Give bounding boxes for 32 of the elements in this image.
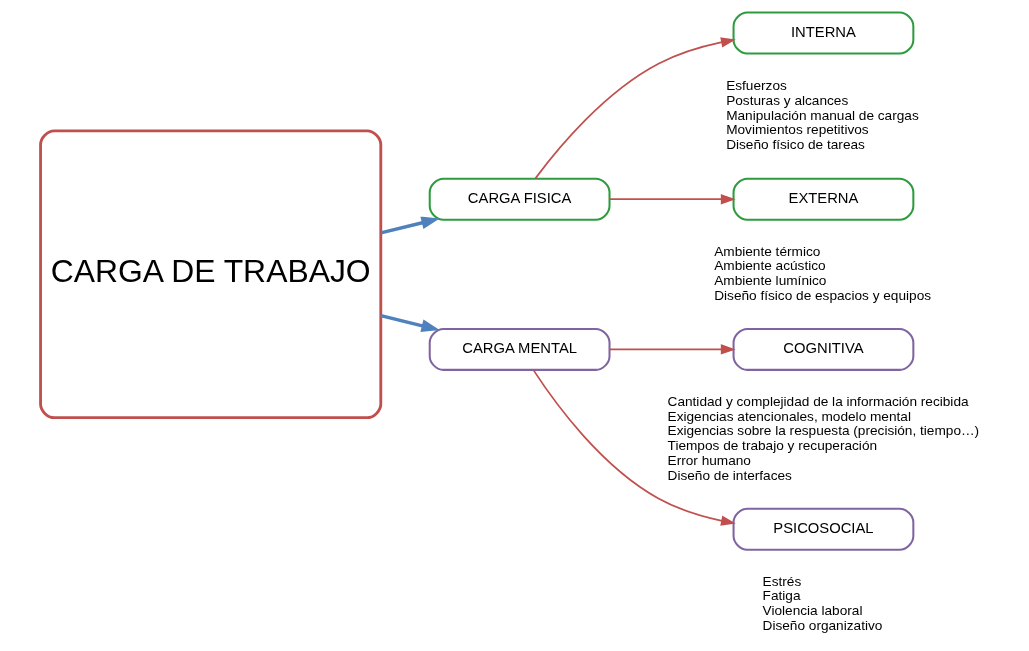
node-label: Ambiente acústico: [714, 258, 826, 274]
node-box: CARGA MENTAL: [428, 327, 611, 371]
node-box: EXTERNA: [732, 177, 915, 221]
node-label: Esfuerzos: [726, 78, 787, 94]
node-label: Posturas y alcances: [726, 92, 849, 108]
node-label: Violencia laboral: [762, 603, 863, 619]
node-label: Diseño de interfaces: [667, 467, 792, 483]
arrow: [380, 216, 440, 235]
node-label: Error humano: [667, 453, 751, 469]
node-box: PSICOSOCIAL: [732, 507, 915, 551]
arrow: [532, 369, 736, 526]
node-label: Tiempos de trabajo y recuperación: [667, 438, 878, 454]
arrow: [534, 37, 736, 180]
node-box: INTERNA: [732, 11, 915, 55]
node-label: Ambiente lumínico: [714, 273, 827, 289]
node-label: Diseño físico de tareas: [726, 137, 865, 153]
node-label: Diseño organizativo: [762, 618, 883, 634]
arrow: [608, 194, 736, 205]
node-label: Fatiga: [762, 588, 801, 604]
node-box: CARGA FISICA: [428, 177, 611, 221]
node-label: Estrés: [762, 573, 802, 589]
node-label: Cantidad y complejidad de la información recibida: [667, 393, 969, 409]
arrow: [380, 314, 440, 332]
arrow: [608, 344, 736, 355]
node-label: Exigencias sobre la respuesta (precisión, tiempo…): [667, 423, 980, 439]
node-box: CARGA DE TRABAJO: [39, 129, 383, 420]
node-label: Manipulación manual de cargas: [726, 107, 919, 123]
node-label: Ambiente térmico: [714, 243, 821, 259]
node-label: Exigencias atencionales, modelo mental: [667, 408, 911, 424]
node-label: Movimientos repetitivos: [726, 122, 869, 138]
node-label: Diseño físico de espacios y equipos: [714, 288, 932, 304]
node-box: COGNITIVA: [732, 327, 915, 371]
